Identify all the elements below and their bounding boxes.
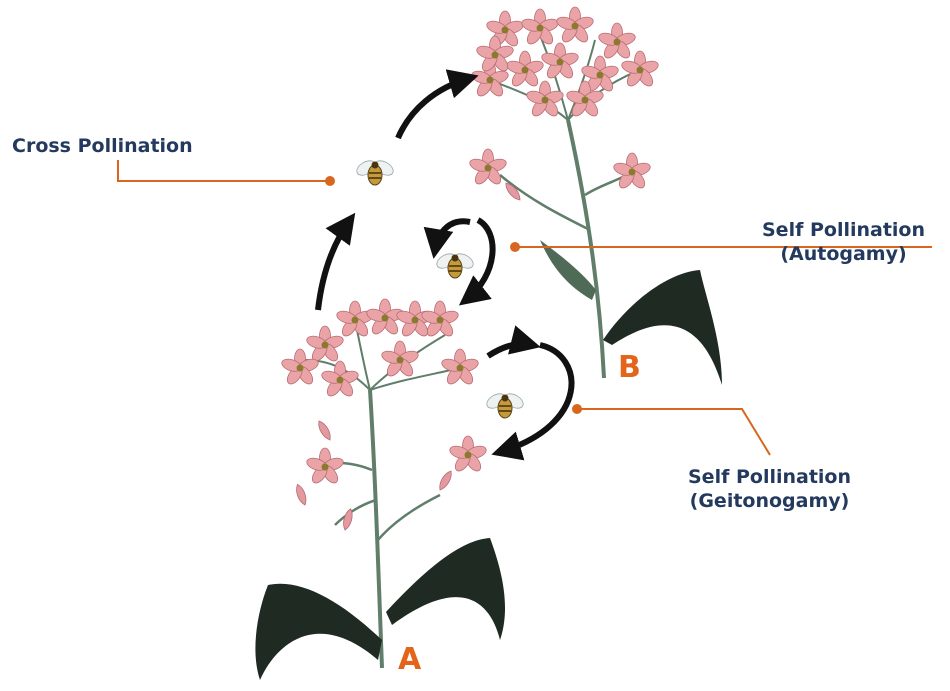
geitonogamy-label: Self Pollination (Geitonogamy) (688, 465, 851, 513)
cross-pollination-label: Cross Pollination (12, 134, 193, 158)
plant-b-letter: B (618, 350, 641, 385)
geitonogamy-leader-line (572, 404, 770, 455)
autogamy-label-line1: Self Pollination (762, 218, 925, 242)
cross-leader-line (118, 160, 335, 186)
plant-a-letter: A (398, 642, 421, 677)
plant-b-illustration (468, 7, 722, 385)
plant-a-illustration (255, 299, 505, 680)
bee-cross-icon (354, 158, 395, 185)
cross-arrow-to-b (398, 78, 470, 138)
bee-autogamy-icon (434, 251, 475, 278)
autogamy-label: Self Pollination (Autogamy) (762, 218, 925, 266)
geitonogamy-label-line2: (Geitonogamy) (688, 489, 851, 513)
geitonogamy-arrow-top (488, 344, 532, 356)
geitonogamy-label-line1: Self Pollination (688, 465, 851, 489)
autogamy-label-line2: (Autogamy) (762, 242, 925, 266)
cross-arrow-up (318, 220, 350, 310)
bee-geitonogamy-icon (484, 391, 525, 418)
autogamy-arrow-left (435, 221, 470, 250)
